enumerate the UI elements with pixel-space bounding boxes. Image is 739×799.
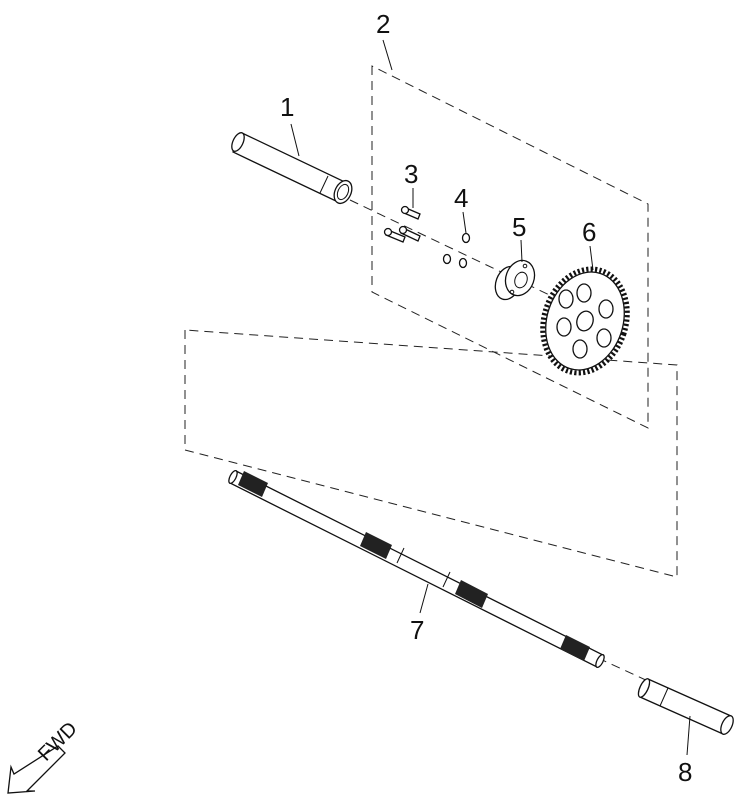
part-8-tube bbox=[637, 678, 734, 735]
callout-6: 6 bbox=[582, 217, 596, 247]
fwd-arrow bbox=[7, 745, 66, 794]
callout-8: 8 bbox=[678, 757, 692, 787]
leader-4 bbox=[462, 211, 467, 234]
part-3-bolts bbox=[383, 205, 421, 243]
callout-3: 3 bbox=[404, 159, 418, 189]
callout-4: 4 bbox=[454, 183, 468, 213]
callout-5: 5 bbox=[512, 212, 526, 242]
part-5-hub bbox=[494, 259, 536, 301]
callout-7: 7 bbox=[410, 615, 424, 645]
leader-2 bbox=[382, 39, 393, 71]
part-6-sprocket bbox=[540, 266, 630, 376]
callout-2: 2 bbox=[376, 9, 390, 39]
part-4-nuts bbox=[442, 232, 471, 269]
leader-7 bbox=[419, 583, 429, 614]
part-7-shaft bbox=[228, 469, 605, 669]
axis-line-upper bbox=[349, 199, 561, 301]
callout-1: 1 bbox=[280, 92, 294, 122]
leader-1 bbox=[290, 123, 300, 157]
axis-line-lower bbox=[597, 657, 651, 683]
assembly-box-lower bbox=[184, 329, 678, 578]
leader-5 bbox=[520, 239, 523, 263]
leader-6 bbox=[589, 245, 594, 271]
assembly-box-upper bbox=[371, 65, 649, 429]
leader-8 bbox=[686, 715, 691, 756]
part-1-sleeve bbox=[231, 132, 353, 205]
